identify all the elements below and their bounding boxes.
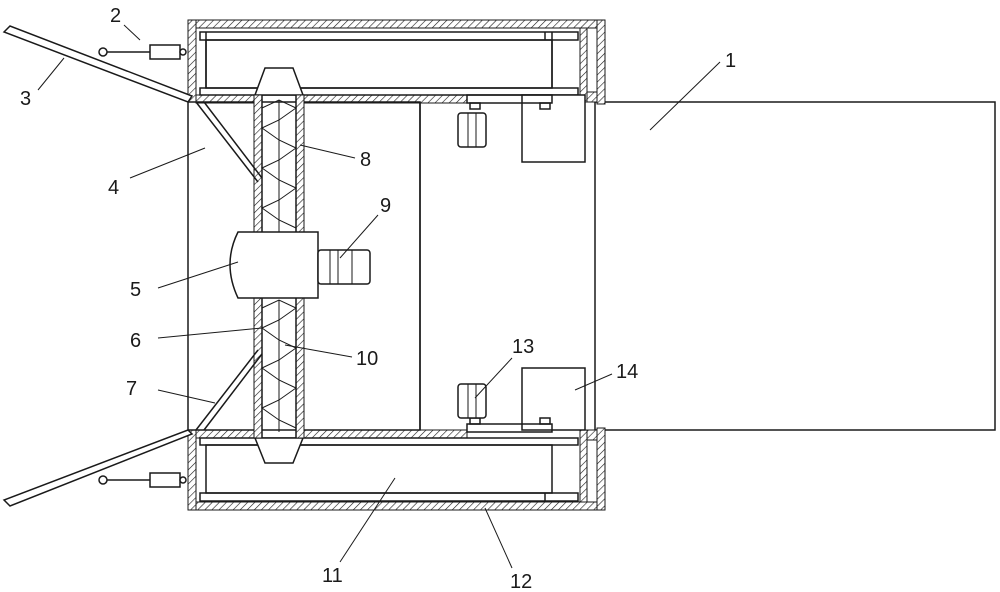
label-12: 12 (510, 571, 532, 592)
label-11: 11 (322, 565, 343, 587)
guide-plates (195, 101, 263, 431)
label-13: 13 (512, 336, 534, 358)
outer-flaps (2, 25, 194, 507)
label-9: 9 (380, 195, 391, 217)
label-7: 7 (126, 378, 137, 400)
label-2: 2 (110, 5, 121, 27)
label-3: 3 (20, 88, 31, 110)
label-5: 5 (130, 279, 141, 301)
label-6: 6 (130, 330, 141, 352)
drive-motors (457, 112, 487, 419)
hydraulic-cylinders (98, 44, 187, 488)
leader-lines (37, 24, 721, 569)
support-brackets (466, 94, 586, 433)
label-10: 10 (356, 348, 378, 370)
extension-housing (594, 101, 996, 431)
central-hub (229, 231, 371, 299)
label-8: 8 (360, 149, 371, 171)
label-14: 14 (616, 361, 638, 383)
label-4: 4 (108, 177, 119, 199)
label-1: 1 (725, 50, 736, 72)
storage-bins (199, 31, 579, 502)
